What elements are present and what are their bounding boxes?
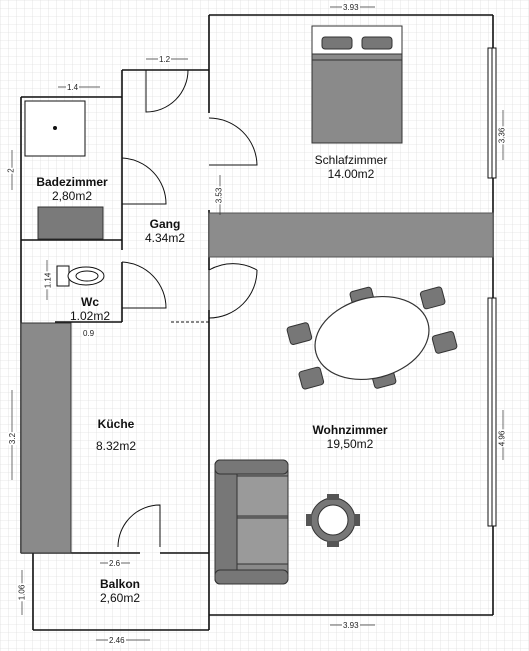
room-area: 19,50m2 [326, 437, 374, 451]
dim-kitchen-height: 3.2 [8, 431, 18, 446]
room-label-schlafzimmer: Schlafzimmer 14.00m2 [315, 153, 388, 181]
wc-door [121, 261, 167, 309]
dim-wc-width: 0.9 [82, 329, 96, 338]
room-name: Balkon [99, 577, 140, 591]
bedroom-door [208, 117, 258, 166]
bathroom-door [145, 69, 189, 113]
dim-balcony-top: 2.6 [108, 559, 122, 568]
dim-balcony-height: 1.06 [17, 583, 27, 602]
room-label-badezimmer: Badezimmer 2,80m2 [36, 175, 107, 203]
dim-gang-height: 3.53 [214, 186, 224, 205]
room-name: Wohnzimmer [312, 423, 388, 437]
room-name: Badezimmer [36, 175, 108, 189]
partition-wall [208, 212, 494, 258]
armchair [306, 494, 360, 547]
dining-table [286, 286, 458, 390]
gang-door [121, 157, 167, 205]
room-area: 1.02m2 [69, 309, 111, 323]
living-door [208, 263, 258, 319]
toilet-icon [56, 265, 105, 287]
shower-drain-icon [53, 126, 57, 130]
room-label-gang: Gang 4.34m2 [145, 217, 185, 245]
room-name: Gang [149, 217, 181, 231]
room-area: 8.32m2 [95, 439, 137, 453]
windows [487, 47, 497, 527]
room-label-wohnzimmer: Wohnzimmer 19,50m2 [312, 423, 387, 451]
room-label-wc: Wc 1.02m2 [70, 295, 110, 323]
room-area: 2,60m2 [99, 591, 141, 605]
room-area: 2,80m2 [51, 189, 93, 203]
room-name: Wc [81, 295, 99, 309]
dim-living-height: 4.96 [497, 429, 507, 448]
balcony-door [117, 504, 161, 548]
bathtub [37, 206, 104, 240]
dim-bed-height: 3.36 [497, 126, 507, 145]
dim-bath-door: 1.2 [158, 55, 172, 64]
dim-bath-width: 1.4 [66, 83, 80, 92]
dim-bottom-width: 3.93 [342, 621, 360, 630]
room-label-kueche: Küche 8.32m2 [96, 417, 136, 453]
doors [117, 69, 258, 548]
sofa [214, 459, 289, 585]
room-name: Küche [97, 417, 135, 431]
room-name: Schlafzimmer [314, 153, 388, 167]
room-area: 4.34m2 [144, 231, 186, 245]
room-label-balkon: Balkon 2,60m2 [100, 577, 140, 605]
dim-wc-height: 1.14 [43, 271, 53, 290]
double-bed [311, 25, 403, 144]
kitchen-counter [20, 322, 72, 554]
dim-balcony-width: 2.46 [108, 636, 126, 645]
room-area: 14.00m2 [327, 167, 375, 181]
dim-bath-height: 2 [6, 167, 16, 174]
dim-top-width: 3.93 [342, 3, 360, 12]
